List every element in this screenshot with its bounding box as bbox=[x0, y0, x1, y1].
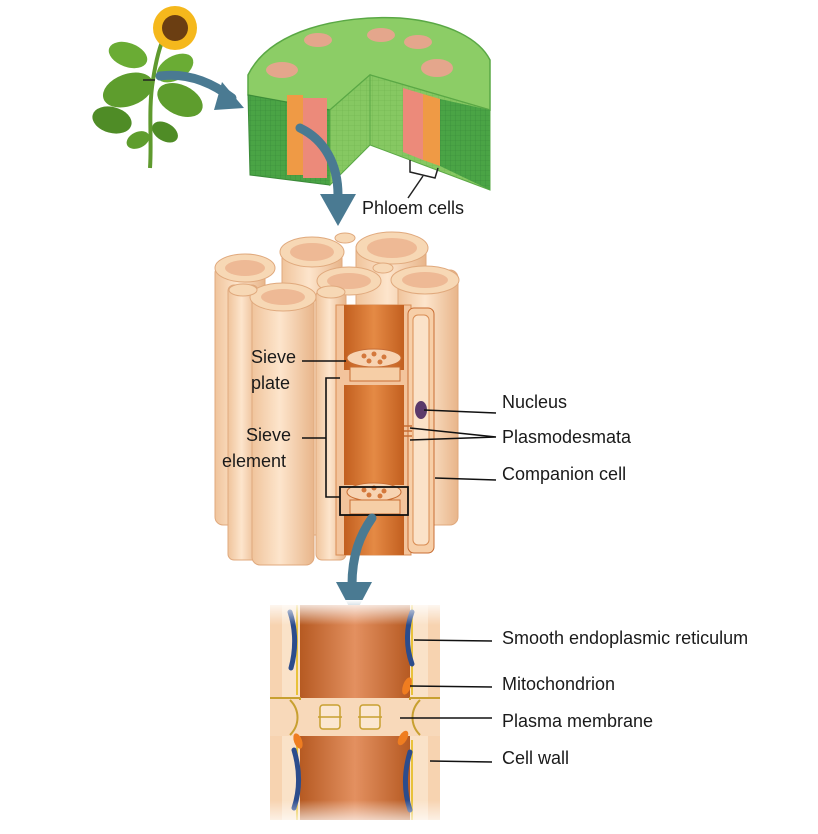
sieve-element-closeup bbox=[265, 600, 445, 830]
stem-cross-section bbox=[247, 16, 491, 199]
plasmodesmata-leader bbox=[409, 427, 497, 441]
phloem-cell-bundle bbox=[214, 231, 460, 566]
sieve-plate-upper bbox=[346, 348, 402, 382]
label-companion-cell: Companion cell bbox=[502, 464, 627, 484]
er-leader bbox=[413, 639, 493, 642]
arrow-to-closeup-head bbox=[336, 582, 372, 616]
label-plasmodesmata: Plasmodesmata bbox=[502, 427, 632, 447]
label-plasma-membrane: Plasma membrane bbox=[502, 711, 654, 731]
sunflower-head bbox=[153, 6, 197, 50]
arrow-to-stem-head bbox=[214, 82, 244, 110]
label-sieve-plate-line2: plate bbox=[251, 373, 291, 393]
label-nucleus: Nucleus bbox=[502, 392, 568, 412]
label-phloem-cells: Phloem cells bbox=[362, 198, 465, 218]
arrow-to-cells-head bbox=[320, 194, 356, 226]
mitochondria-shapes bbox=[293, 677, 412, 749]
label-sieve-element-line2: element bbox=[222, 451, 287, 471]
arrow-to-cells bbox=[295, 123, 343, 200]
label-mitochondrion: Mitochondrion bbox=[502, 674, 616, 694]
cell-wall-leader bbox=[429, 760, 493, 763]
arrow-to-closeup bbox=[347, 513, 377, 590]
sieve-element-cutaway bbox=[335, 304, 435, 556]
label-sieve-element-line1: Sieve bbox=[246, 425, 292, 445]
label-cell-wall: Cell wall bbox=[502, 748, 570, 768]
sunflower-illustration bbox=[92, 6, 203, 169]
label-sieve-plate-line1: Sieve bbox=[251, 347, 297, 367]
mitochondrion-leader bbox=[409, 685, 493, 688]
label-smooth-er: Smooth endoplasmic reticulum bbox=[502, 628, 749, 648]
nucleus-leader bbox=[423, 409, 497, 414]
companion-cell-leader bbox=[434, 477, 497, 481]
sieve-element-bracket bbox=[302, 377, 340, 498]
